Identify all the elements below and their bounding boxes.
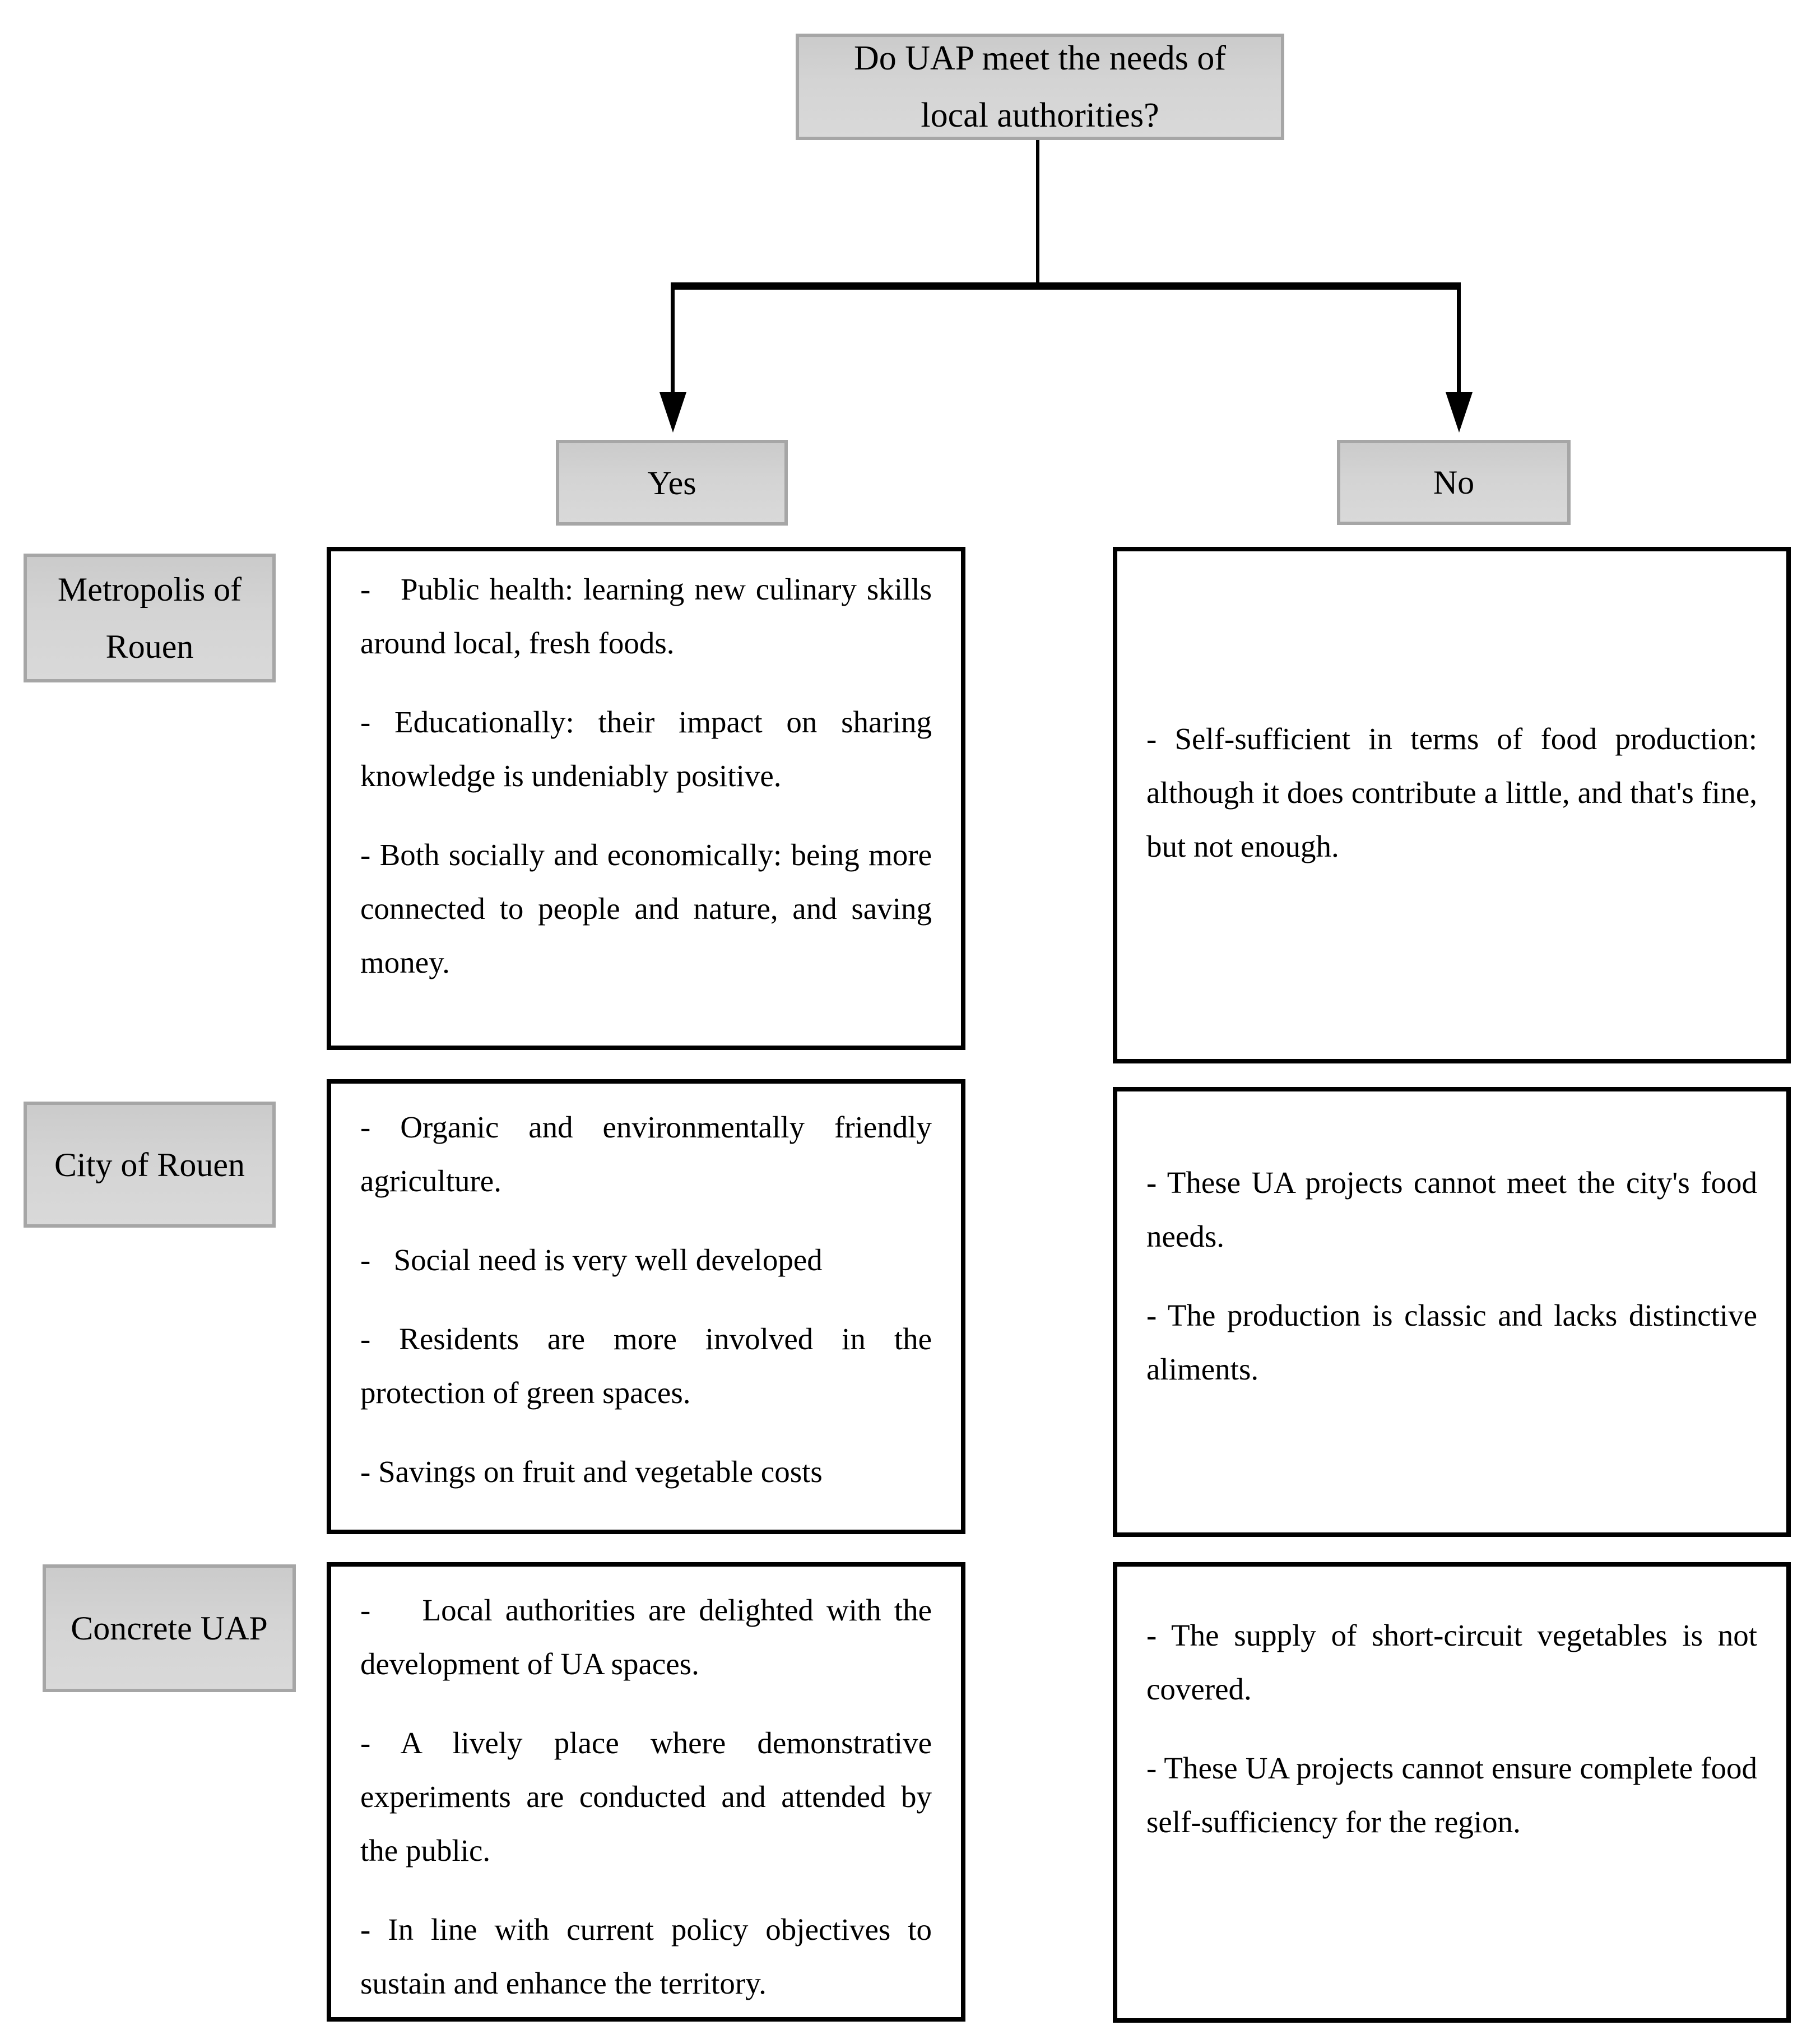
bullet-item: - Both socially and economically: being …: [360, 838, 932, 979]
yes-box-concrete-uap: - Local authorities are delighted with t…: [327, 1562, 965, 2022]
bullet-item: - Residents are more involved in the pro…: [360, 1322, 932, 1410]
no-box-city: - These UA projects cannot meet the city…: [1113, 1087, 1791, 1537]
row-label-text: Metropolis of Rouen: [57, 571, 242, 665]
connector-left-line: [671, 282, 675, 397]
bullet-item: - The supply of short-circuit vegetables…: [1146, 1618, 1757, 1706]
bullet-item: - These UA projects cannot meet the city…: [1146, 1165, 1757, 1253]
connector-horizontal-line: [671, 282, 1461, 290]
row-label-text: City of Rouen: [54, 1146, 245, 1183]
question-box: Do UAP meet the needs of local authoriti…: [796, 34, 1284, 140]
no-box-concrete-uap: - The supply of short-circuit vegetables…: [1113, 1562, 1791, 2023]
question-text: Do UAP meet the needs of local authoriti…: [853, 39, 1227, 134]
bullet-item: - In line with current policy objectives…: [360, 1912, 932, 2000]
yes-box-metropolis: - Public health: learning new culinary s…: [327, 547, 965, 1050]
no-label: No: [1433, 464, 1475, 501]
row-label-text: Concrete UAP: [71, 1610, 268, 1647]
arrow-down-icon: [660, 392, 686, 433]
bullet-item: - Savings on fruit and vegetable costs: [360, 1455, 823, 1489]
yes-box-city: - Organic and environmentally friendly a…: [327, 1079, 965, 1534]
bullet-item: - Local authorities are delighted with t…: [360, 1593, 932, 1681]
connector-stem-line: [1036, 140, 1039, 285]
bullet-item: - The production is classic and lacks di…: [1146, 1298, 1757, 1386]
row-label-concrete-uap: Concrete UAP: [43, 1564, 296, 1692]
yes-branch-box: Yes: [556, 440, 788, 526]
yes-label: Yes: [647, 464, 696, 501]
bullet-item: - Social need is very well developed: [360, 1243, 823, 1277]
bullet-item: - These UA projects cannot ensure comple…: [1146, 1751, 1757, 1839]
bullet-item: - A lively place where demonstrative exp…: [360, 1726, 932, 1868]
row-label-city-of-rouen: City of Rouen: [24, 1102, 276, 1228]
bullet-item: - Organic and environmentally friendly a…: [360, 1110, 932, 1198]
connector-right-line: [1457, 282, 1461, 397]
row-label-metropolis-of-rouen: Metropolis of Rouen: [24, 554, 276, 682]
bullet-item: - Educationally: their impact on sharing…: [360, 705, 932, 793]
no-box-metropolis: - Self-sufficient in terms of food produ…: [1113, 547, 1791, 1063]
bullet-item: - Self-sufficient in terms of food produ…: [1146, 721, 1757, 863]
bullet-item: - Public health: learning new culinary s…: [360, 572, 932, 660]
arrow-down-icon: [1446, 392, 1473, 433]
no-branch-box: No: [1337, 440, 1571, 525]
